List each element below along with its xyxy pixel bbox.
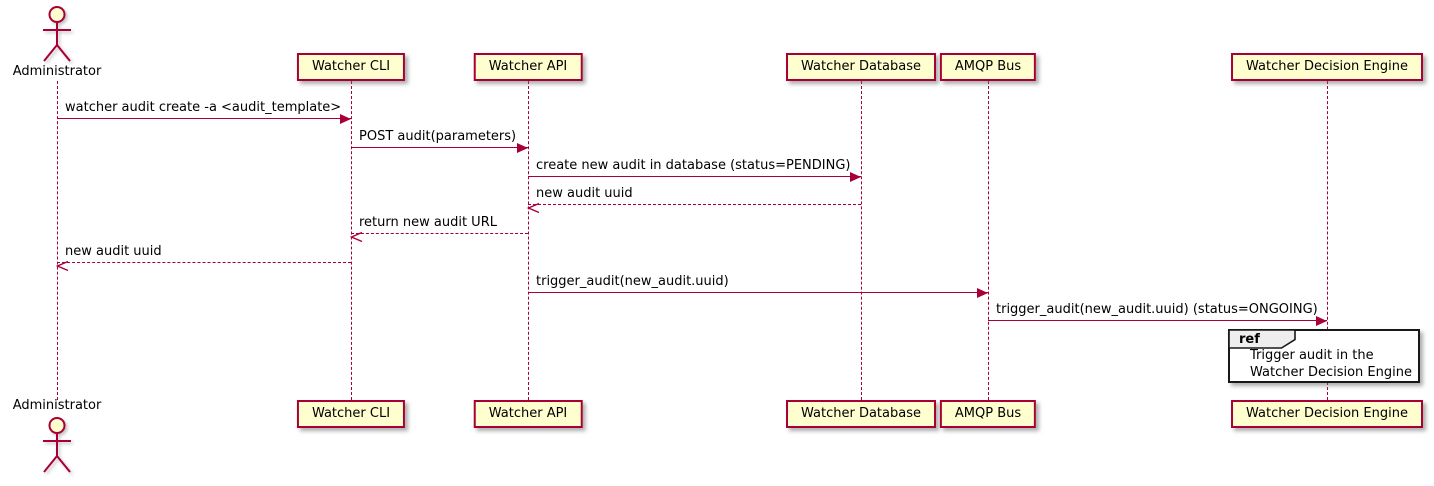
actor-figure-top bbox=[40, 6, 74, 68]
participant-top-watcher-database: Watcher Database bbox=[786, 53, 936, 81]
ref-text-line: Trigger audit in the bbox=[1250, 348, 1374, 363]
participant-top-watcher-api: Watcher API bbox=[473, 53, 583, 81]
message-line-8 bbox=[988, 320, 1327, 321]
message-line-2 bbox=[351, 147, 528, 148]
participant-top-amqp-bus: AMQP Bus bbox=[939, 53, 1037, 81]
ref-text: Trigger audit in the Watcher Decision En… bbox=[1250, 347, 1412, 381]
ref-keyword: ref bbox=[1239, 332, 1260, 347]
message-arrowhead-icon bbox=[977, 288, 988, 298]
participant-bottom-amqp-bus: AMQP Bus bbox=[939, 400, 1037, 428]
message-open-arrowhead-icon bbox=[526, 199, 540, 218]
message-line-4 bbox=[528, 204, 861, 205]
lifeline-watcher-api bbox=[527, 81, 529, 400]
participant-bottom-watcher-database: Watcher Database bbox=[786, 400, 936, 428]
participant-top-watcher-cli: Watcher CLI bbox=[296, 53, 406, 81]
lifeline-watcher-database bbox=[860, 81, 862, 400]
message-label-1: watcher audit create -a <audit_template> bbox=[65, 100, 342, 115]
message-arrowhead-icon bbox=[850, 172, 861, 182]
message-arrowhead-icon bbox=[340, 114, 351, 124]
ref-text-line: Watcher Decision Engine bbox=[1250, 365, 1412, 380]
participant-bottom-watcher-cli: Watcher CLI bbox=[296, 400, 406, 428]
message-label-8: trigger_audit(new_audit.uuid) (status=ON… bbox=[996, 302, 1318, 317]
message-line-5 bbox=[351, 233, 528, 234]
lifeline-watcher-decision-engine bbox=[1326, 81, 1328, 400]
message-open-arrowhead-icon bbox=[55, 257, 69, 276]
participant-top-watcher-decision-engine: Watcher Decision Engine bbox=[1231, 53, 1423, 81]
message-arrowhead-icon bbox=[1316, 316, 1327, 326]
message-label-7: trigger_audit(new_audit.uuid) bbox=[536, 274, 729, 289]
message-open-arrowhead-icon bbox=[349, 228, 363, 247]
lifeline-amqp-bus bbox=[987, 81, 989, 400]
actor-label-top: Administrator bbox=[12, 64, 102, 79]
actor-label-bottom: Administrator bbox=[12, 398, 102, 413]
lifeline-administrator bbox=[56, 81, 58, 400]
message-label-2: POST audit(parameters) bbox=[359, 129, 517, 144]
message-line-7 bbox=[528, 292, 988, 293]
message-line-1 bbox=[57, 118, 351, 119]
message-arrowhead-icon bbox=[517, 143, 528, 153]
message-line-6 bbox=[57, 262, 351, 263]
ref-header-pentagon-icon bbox=[1228, 329, 1296, 349]
message-line-3 bbox=[528, 176, 861, 177]
participant-bottom-watcher-decision-engine: Watcher Decision Engine bbox=[1231, 400, 1423, 428]
message-label-4: new audit uuid bbox=[536, 186, 633, 201]
participant-bottom-watcher-api: Watcher API bbox=[473, 400, 583, 428]
ref-fragment: ref Trigger audit in the Watcher Decisio… bbox=[1228, 329, 1420, 383]
message-label-5: return new audit URL bbox=[359, 215, 497, 230]
message-label-6: new audit uuid bbox=[65, 244, 162, 259]
actor-figure-bottom bbox=[40, 417, 74, 479]
message-label-3: create new audit in database (status=PEN… bbox=[536, 158, 851, 173]
lifeline-watcher-cli bbox=[350, 81, 352, 400]
